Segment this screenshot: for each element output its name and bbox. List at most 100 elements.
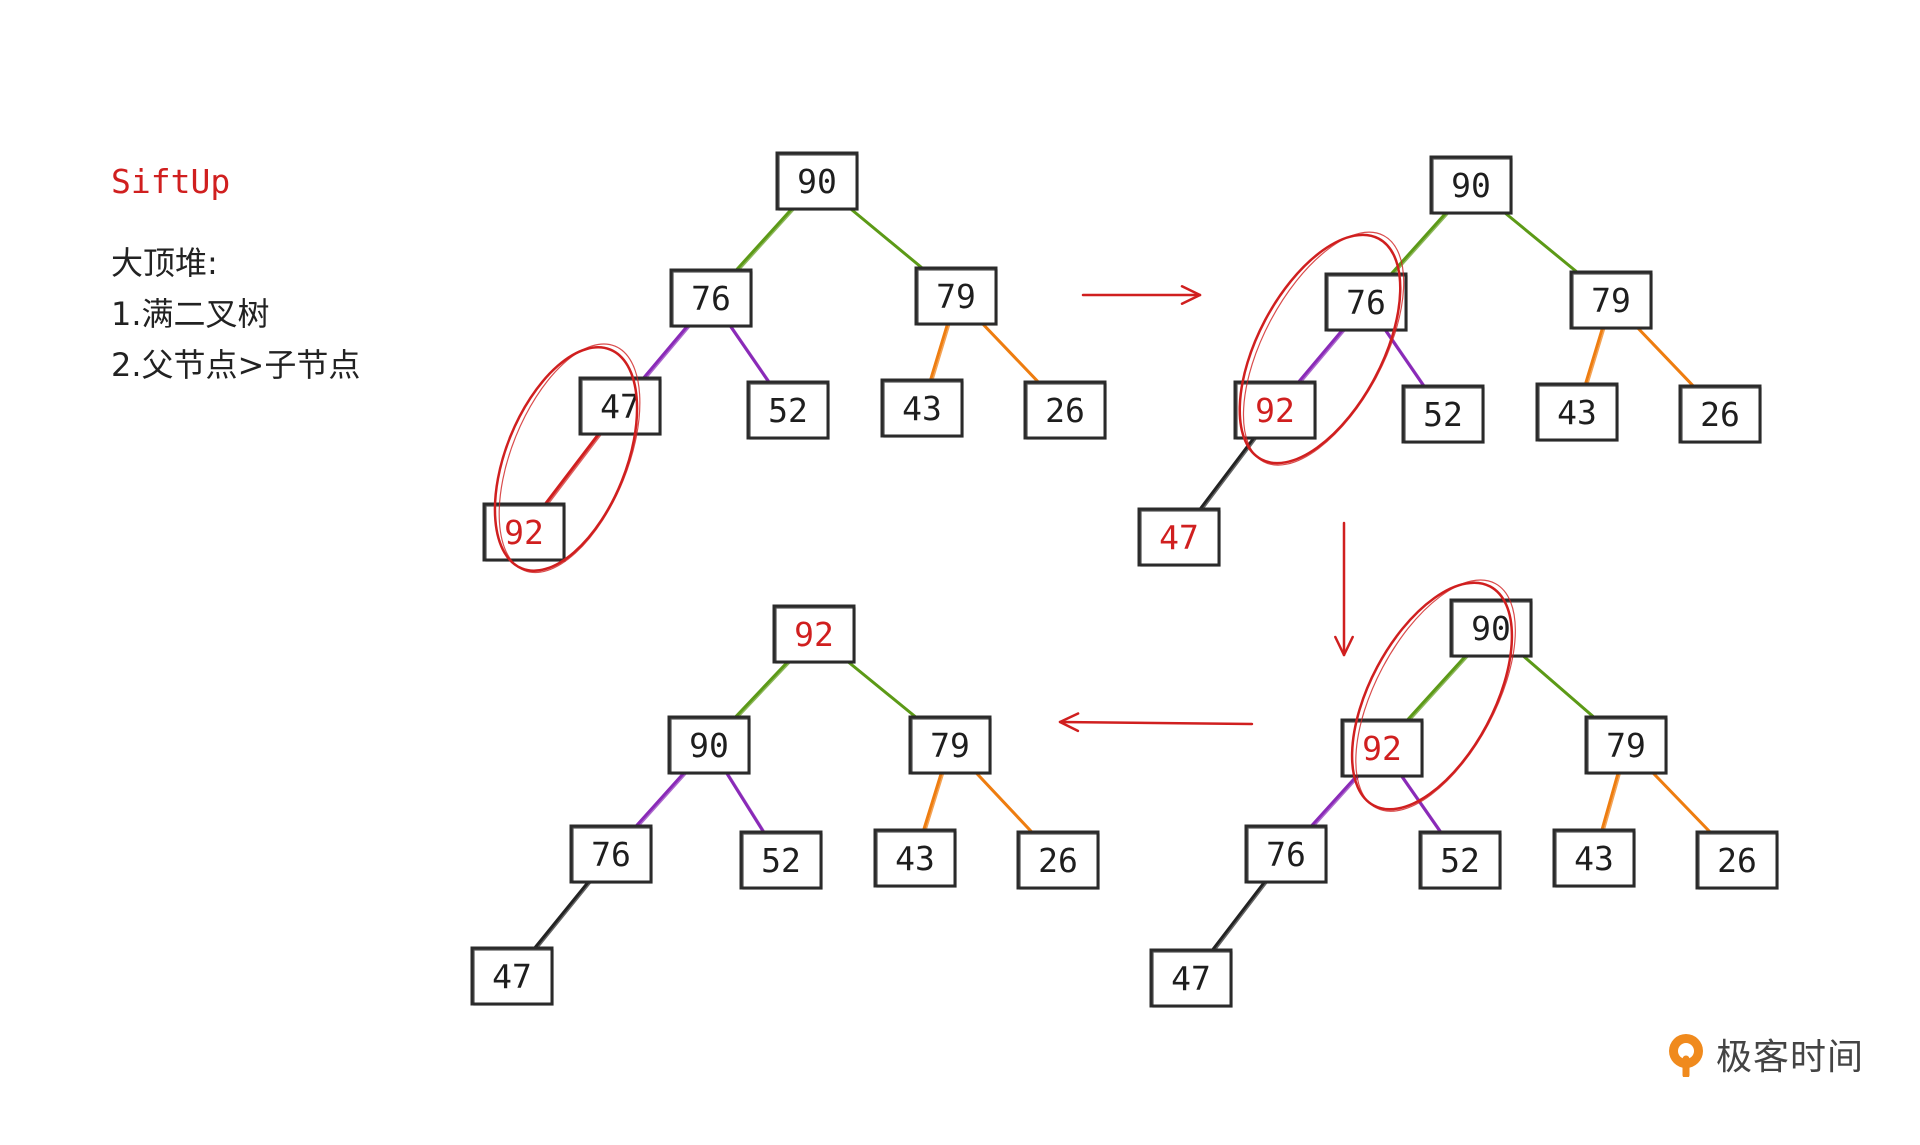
geektime-logo-icon	[1669, 1034, 1703, 1077]
swap-highlight-ellipse	[1350, 581, 1514, 811]
tree-edge	[1198, 436, 1256, 511]
tree-edge-sketch	[1386, 330, 1427, 388]
node-box	[1535, 382, 1619, 442]
tree-edge	[929, 322, 949, 382]
heap-node: 79	[1569, 270, 1653, 330]
node-value: 79	[930, 726, 970, 765]
node-box-sketch	[1452, 601, 1533, 658]
heap-node: 79	[1584, 715, 1668, 775]
heap-node: 76	[569, 824, 653, 884]
tree-edge	[981, 322, 1040, 384]
node-box	[1137, 507, 1221, 567]
node-box-sketch	[1152, 951, 1233, 1008]
node-box	[772, 604, 856, 664]
node-box-sketch	[1019, 833, 1100, 890]
node-box	[908, 715, 992, 775]
node-box	[880, 378, 964, 438]
heap-node: 92	[772, 604, 856, 664]
node-box-sketch	[485, 505, 566, 562]
tree-edge	[1405, 654, 1468, 722]
node-box-sketch	[581, 379, 662, 436]
node-value: 90	[689, 726, 729, 765]
swap-highlight-ellipse-sketch	[1242, 231, 1405, 466]
node-value: 90	[1471, 609, 1511, 648]
node-box-sketch	[1236, 383, 1317, 440]
node-box-sketch	[1698, 833, 1779, 890]
tree-edge	[1636, 326, 1695, 388]
node-box-sketch	[1555, 831, 1636, 888]
node-box	[1569, 270, 1653, 330]
tree-edge	[543, 432, 601, 506]
heap-node: 47	[578, 376, 662, 436]
node-box	[873, 828, 957, 888]
swap-highlight-ellipse	[493, 346, 639, 572]
tree-edge	[922, 771, 943, 832]
tree-edge-sketch	[849, 662, 919, 719]
sidebar-title: SiftUp	[111, 162, 231, 201]
node-box	[1429, 155, 1513, 215]
tree-edge-sketch	[1603, 773, 1621, 832]
node-value: 92	[1255, 391, 1295, 430]
node-box	[1552, 828, 1636, 888]
node-value: 90	[1451, 166, 1491, 205]
brand-logo: 极客时间	[1664, 1028, 1864, 1080]
heap-node: 52	[1418, 830, 1502, 890]
node-box	[1401, 384, 1485, 444]
swap-highlight-ellipse-sketch	[498, 343, 641, 574]
brand-name: 极客时间	[1716, 1037, 1865, 1078]
tree-edge-sketch	[1586, 328, 1606, 386]
heap-node: 90	[775, 151, 859, 211]
tree-edge-sketch	[731, 326, 772, 384]
node-value: 52	[1440, 841, 1480, 880]
node-box	[746, 380, 830, 440]
tree-edge	[725, 771, 765, 834]
sidebar-line-heap-type: 大顶堆:	[111, 244, 218, 282]
node-box-sketch	[672, 271, 753, 328]
tree-edge	[1210, 880, 1267, 952]
node-box-sketch	[1343, 721, 1424, 778]
tree-edge-sketch	[977, 773, 1035, 834]
heap-node: 92	[1233, 380, 1317, 440]
node-value: 52	[1423, 395, 1463, 434]
step-arrow-left	[1058, 712, 1254, 733]
node-value: 90	[797, 162, 837, 201]
node-box	[1418, 830, 1502, 890]
node-value: 47	[492, 957, 532, 996]
swap-highlight-ellipse-sketch	[1355, 579, 1516, 812]
node-box	[1324, 272, 1408, 332]
tree-edge-sketch	[1639, 328, 1696, 388]
node-value: 79	[1606, 726, 1646, 765]
node-value: 47	[1159, 518, 1199, 557]
node-value: 79	[936, 277, 976, 316]
node-value: 52	[768, 391, 808, 430]
tree-edge	[1584, 326, 1604, 386]
tree-edge-sketch	[931, 324, 951, 382]
heap-node: 43	[1552, 828, 1636, 888]
node-value: 47	[1171, 959, 1211, 998]
tree-edge-sketch	[1312, 776, 1360, 828]
heap-node: 90	[667, 715, 751, 775]
node-box-sketch	[742, 833, 823, 890]
tree-edge-sketch	[1402, 776, 1444, 834]
tree-edge-sketch	[852, 209, 925, 270]
tree-edge	[1600, 771, 1620, 832]
tree-edge-sketch	[736, 662, 791, 719]
tree-edge-sketch	[1408, 656, 1469, 722]
node-value: 92	[504, 513, 544, 552]
tree-edge	[634, 771, 686, 828]
heap-node: 76	[669, 268, 753, 328]
heap-node: 43	[873, 828, 957, 888]
node-value: 26	[1038, 841, 1078, 880]
node-box	[1244, 824, 1328, 884]
node-value: 92	[794, 615, 834, 654]
node-box-sketch	[775, 607, 856, 664]
node-value: 43	[1574, 839, 1614, 878]
node-box	[1149, 948, 1233, 1008]
node-box-sketch	[572, 827, 653, 884]
node-box-sketch	[1432, 158, 1513, 215]
heap-node: 26	[1016, 830, 1100, 890]
tree-edge	[728, 324, 771, 384]
